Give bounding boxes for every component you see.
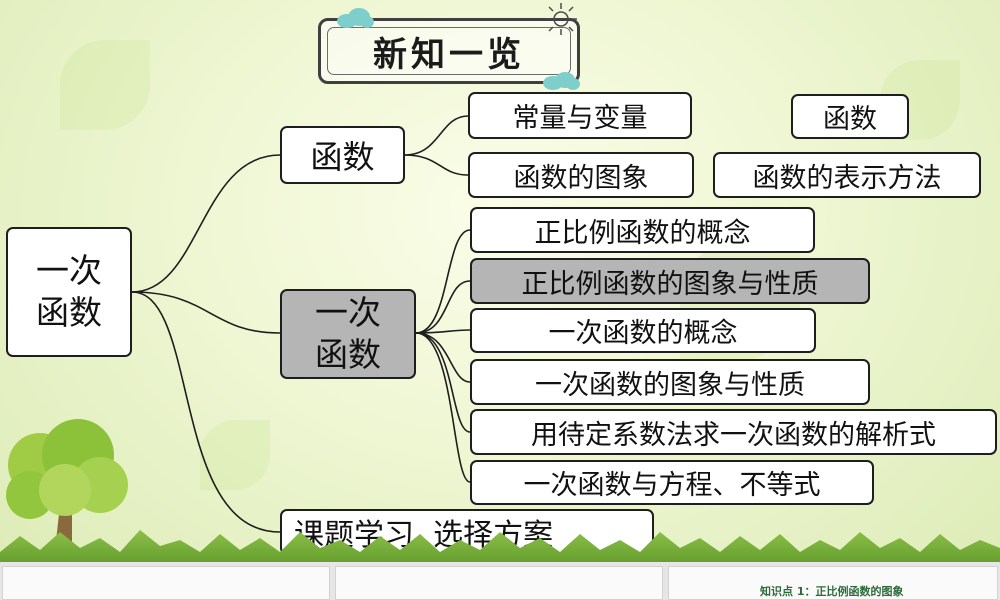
thumbnail-caption: 知识点 1：正比例函数的图象 — [760, 585, 904, 598]
tree-illustration — [6, 419, 128, 550]
node-function-term-label: 函数 — [823, 104, 877, 135]
node-linear-function-concept: 一次函数的概念 — [470, 308, 816, 353]
node-function-representation: 函数的表示方法 — [713, 152, 981, 198]
slide-thumbnail[interactable] — [2, 566, 330, 600]
node-function-graph: 函数的图象 — [468, 152, 694, 198]
title-board: 新知一览 — [318, 3, 580, 90]
branch-node-linear-function-line1: 一次 — [315, 292, 381, 332]
cloud-icon — [337, 8, 374, 28]
root-node-line2: 函数 — [36, 293, 102, 332]
node-function-representation-label: 函数的表示方法 — [752, 162, 942, 194]
branch-node-function: 函数 — [280, 126, 405, 184]
node-equations-inequalities-label: 一次函数与方程、不等式 — [523, 470, 821, 501]
node-function-term: 函数 — [791, 94, 909, 139]
branch-node-linear-function: 一次 函数 — [280, 289, 416, 379]
node-undetermined-coefficients-label: 用待定系数法求一次函数的解析式 — [531, 419, 936, 451]
root-node-line1: 一次 — [36, 250, 102, 290]
node-direct-proportion-graph-properties-label: 正比例函数的图象与性质 — [521, 268, 819, 300]
node-linear-function-graph-properties: 一次函数的图象与性质 — [470, 359, 870, 405]
background-leaf — [60, 40, 150, 130]
node-direct-proportion-concept: 正比例函数的概念 — [470, 207, 815, 253]
node-constant-and-variable: 常量与变量 — [468, 92, 692, 139]
node-function-graph-label: 函数的图象 — [513, 162, 649, 194]
node-constant-and-variable-label: 常量与变量 — [512, 103, 648, 134]
cloud-icon — [543, 72, 580, 90]
root-node-linear-function: 一次 函数 — [6, 227, 132, 357]
branch-node-function-label: 函数 — [310, 138, 375, 176]
node-direct-proportion-concept-label: 正比例函数的概念 — [534, 217, 751, 249]
page-title: 新知一览 — [373, 34, 525, 75]
title-board-inner-frame — [327, 27, 571, 75]
node-linear-function-concept-label: 一次函数的概念 — [548, 318, 738, 349]
node-direct-proportion-graph-properties: 正比例函数的图象与性质 — [470, 258, 870, 304]
node-linear-function-graph-properties-label: 一次函数的图象与性质 — [535, 369, 805, 401]
branch-node-linear-function-line2: 函数 — [315, 335, 381, 374]
node-equations-inequalities: 一次函数与方程、不等式 — [470, 460, 874, 505]
sun-icon — [545, 3, 577, 35]
slide-thumbnail[interactable] — [335, 566, 663, 600]
node-undetermined-coefficients: 用待定系数法求一次函数的解析式 — [470, 409, 997, 455]
